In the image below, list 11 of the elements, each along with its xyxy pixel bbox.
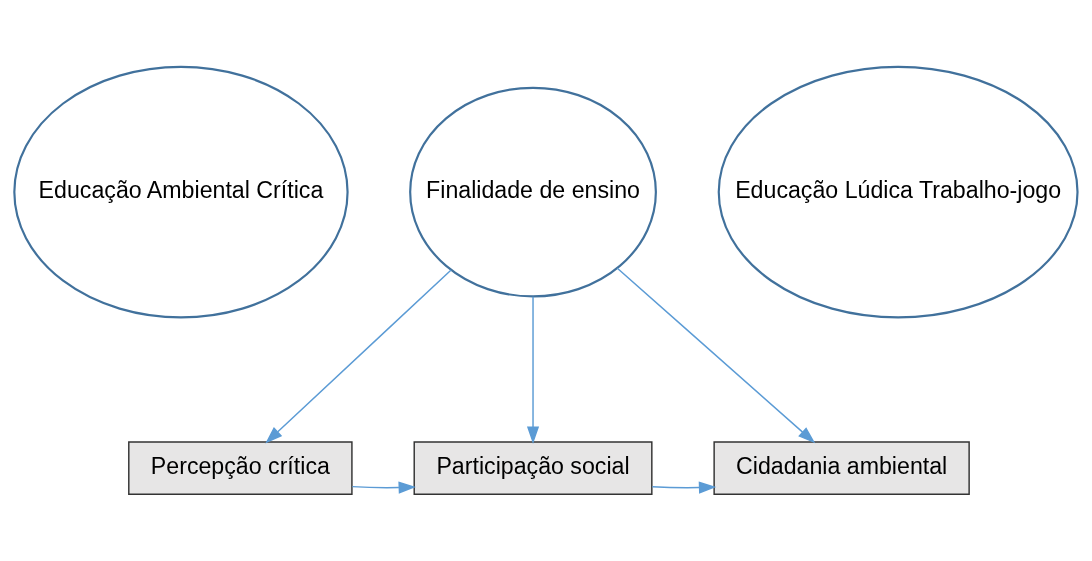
- arrow: [351, 481, 416, 494]
- node-box: Cidadania ambiental: [713, 441, 970, 495]
- node-box: Percepção crítica: [128, 441, 353, 495]
- arrow: [526, 296, 540, 444]
- arrow: [265, 269, 452, 444]
- arrow: [616, 267, 816, 444]
- arrow: [651, 481, 717, 494]
- node-ellipse: Finalidade de ensino: [409, 86, 657, 298]
- node-ellipse: Educação Lúdica Trabalho-jogo: [717, 65, 1079, 319]
- node-ellipse: Educação Ambiental Crítica: [13, 65, 349, 319]
- node-box: Participação social: [413, 441, 653, 495]
